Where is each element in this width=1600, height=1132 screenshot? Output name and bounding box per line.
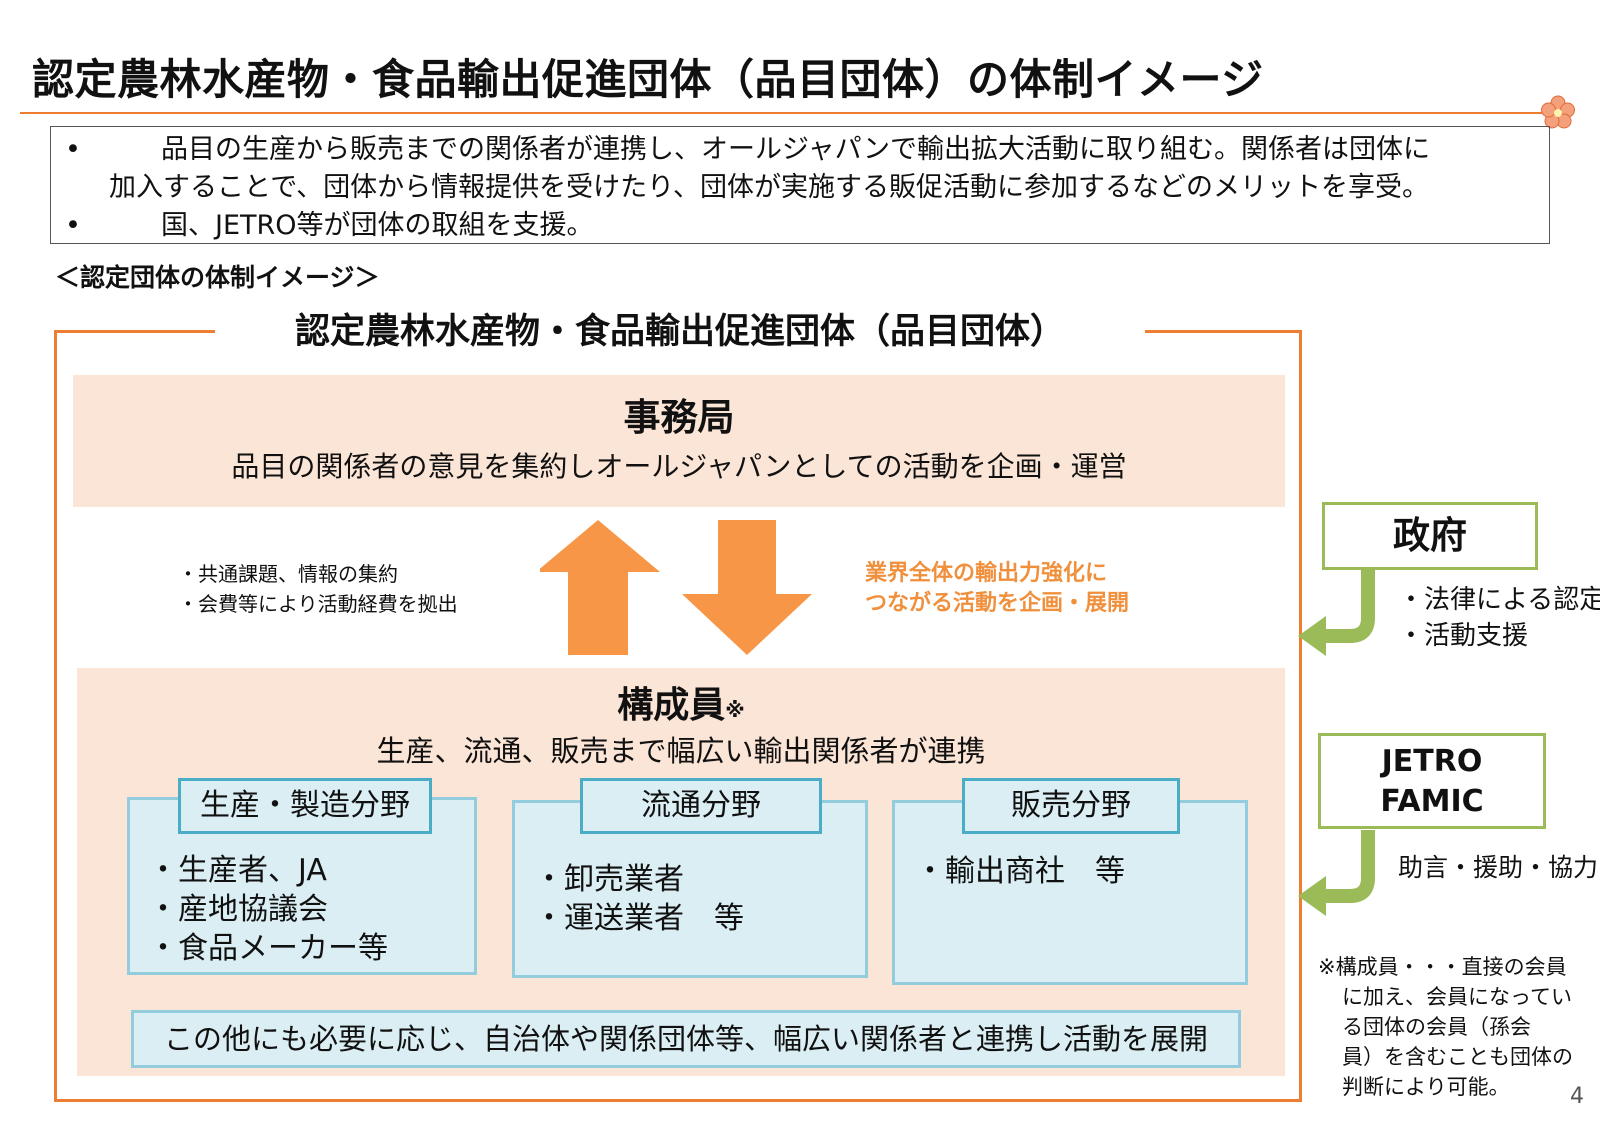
arrow-up-icon [540, 520, 660, 655]
government-support-arrow-icon [1298, 570, 1375, 656]
sector-production-label: 生産・製造分野 [178, 778, 432, 834]
upward-flow-text: ・共通課題、情報の集約 ・会費等により活動経費を拠出 [178, 559, 458, 619]
flow-arrows [540, 520, 812, 655]
slide-title: 認定農林水産物・食品輸出促進団体（品目団体）の体制イメージ [32, 55, 1264, 104]
members-title-text: 構成員 [617, 685, 726, 726]
upward-flow-item: ・共通課題、情報の集約 [178, 562, 398, 586]
footnote-line: に加え、会員になってい [1342, 985, 1572, 1009]
sector-sales [892, 800, 1248, 985]
government-support-text: ・法律による認定 ・活動支援 [1398, 582, 1600, 654]
plum-blossom-icon [1541, 95, 1575, 129]
bullet: • [65, 134, 81, 165]
sector-production-items: ・生産者、JA ・産地協議会 ・食品メーカー等 [148, 851, 388, 968]
sector-item: ・生産者、JA [148, 853, 327, 888]
summary-item: • 国、JETRO等が団体の取組を支援。 [51, 207, 1549, 245]
downward-flow-text: 業界全体の輸出力強化に つながる活動を企画・展開 [865, 559, 1129, 619]
summary-text: 品目の生産から販売までの関係者が連携し、オールジャパンで輸出拡大活動に取り組む。… [161, 134, 1430, 165]
footnote-line: 判断により可能。 [1342, 1075, 1510, 1099]
downward-flow-item: つながる活動を企画・展開 [865, 591, 1130, 616]
jetro-label: JETRO [1381, 744, 1483, 779]
section-heading: ＜認定団体の体制イメージ＞ [55, 263, 380, 292]
members-description: 生産、流通、販売まで幅広い輸出関係者が連携 [376, 734, 986, 768]
members-footnote: ※構成員・・・直接の会員 に加え、会員になってい る団体の会員（孫会 員）を含む… [1318, 952, 1573, 1102]
upward-flow-item: ・会費等により活動経費を拠出 [178, 592, 458, 616]
organization-title: 認定農林水産物・食品輸出促進団体（品目団体） [215, 308, 1145, 356]
summary-box: • 品目の生産から販売までの関係者が連携し、オールジャパンで輸出拡大活動に取り組… [50, 126, 1550, 244]
sector-item: ・産地協議会 [148, 892, 328, 927]
members-note-mark: ※ [725, 698, 745, 722]
famic-label: FAMIC [1380, 784, 1484, 819]
jetro-famic-box: JETRO FAMIC [1318, 733, 1546, 829]
sector-distribution-items: ・卸売業者 ・運送業者 等 [534, 860, 744, 938]
page-number: 4 [1570, 1084, 1584, 1109]
footnote-line: 員）を含むことも団体の [1342, 1045, 1573, 1069]
footnote-line: ※構成員・・・直接の会員 [1318, 955, 1567, 979]
bullet: • [65, 210, 81, 241]
footnote-line: る団体の会員（孫会 [1342, 1015, 1531, 1039]
secretariat-description: 品目の関係者の意見を集約しオールジャパンとしての活動を企画・運営 [231, 450, 1127, 483]
government-support-item: ・活動支援 [1398, 621, 1529, 651]
arrow-down-icon [682, 520, 812, 655]
jetro-support-text: 助言・援助・協力 [1398, 853, 1599, 882]
members-title: 構成員※ [77, 676, 1285, 728]
secretariat-title: 事務局 [623, 396, 735, 439]
sector-item: ・食品メーカー等 [148, 931, 388, 966]
summary-text: 国、JETRO等が団体の取組を支援。 [161, 210, 594, 241]
downward-flow-item: 業界全体の輸出力強化に [865, 561, 1108, 586]
sector-sales-label: 販売分野 [962, 778, 1180, 834]
jetro-support-arrow-icon [1298, 830, 1375, 916]
secretariat-box: 事務局 品目の関係者の意見を集約しオールジャパンとしての活動を企画・運営 [73, 375, 1285, 507]
sector-item: ・運送業者 等 [534, 901, 744, 936]
government-box: 政府 [1322, 502, 1538, 570]
government-support-item: ・法律による認定 [1398, 585, 1600, 615]
sector-distribution-label: 流通分野 [580, 778, 822, 834]
summary-text: 加入することで、団体から情報提供を受けたり、団体が実施する販促活動に参加するなど… [109, 172, 1430, 203]
title-rule [20, 112, 1545, 114]
collaboration-box: この他にも必要に応じ、自治体や関係団体等、幅広い関係者と連携し活動を展開 [131, 1010, 1241, 1068]
summary-item: • 品目の生産から販売までの関係者が連携し、オールジャパンで輸出拡大活動に取り組… [51, 131, 1549, 169]
sector-sales-items: ・輸出商社 等 [915, 852, 1125, 891]
sector-item: ・卸売業者 [534, 862, 684, 897]
sector-item: ・輸出商社 等 [915, 854, 1125, 889]
summary-item-continuation: 加入することで、団体から情報提供を受けたり、団体が実施する販促活動に参加するなど… [51, 169, 1549, 207]
